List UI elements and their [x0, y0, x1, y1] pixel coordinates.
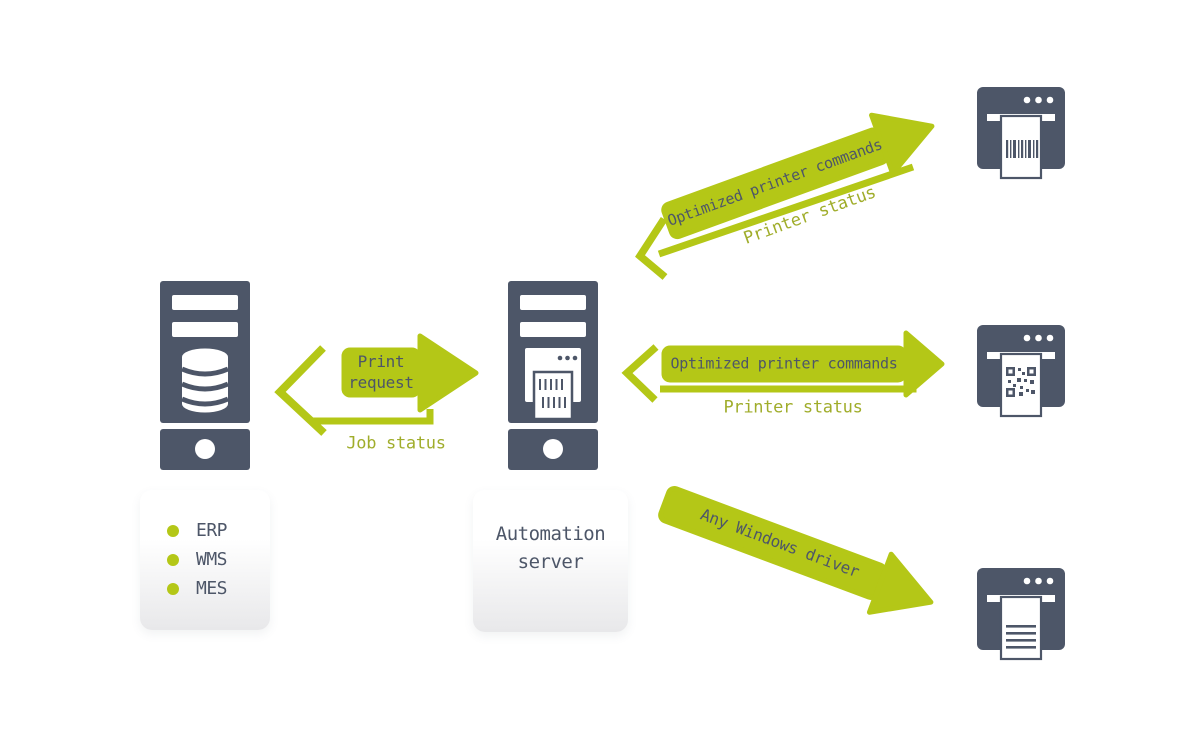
list-item-mes: MES	[140, 574, 270, 603]
print-request-label: Print request	[348, 352, 414, 392]
automation-server-card: Automation server	[473, 490, 628, 632]
document-lines-icon	[1006, 625, 1036, 649]
qr-code-icon	[1006, 367, 1036, 397]
database-icon	[181, 348, 229, 413]
system-label: MES	[196, 578, 228, 599]
job-status-arrow	[274, 345, 434, 436]
list-item-wms: WMS	[140, 545, 270, 574]
barcode-icon	[1006, 140, 1039, 158]
qr-label-printer-icon	[977, 325, 1065, 418]
optimized-commands-arrow-top	[661, 112, 935, 240]
job-status-label: Job status	[346, 433, 446, 454]
print-request-arrow	[341, 333, 479, 413]
optimized-commands-arrow-middle	[661, 330, 945, 398]
green-dot-icon	[167, 553, 179, 566]
list-item-erp: ERP	[140, 516, 270, 545]
printer-glyph-icon	[525, 348, 581, 421]
document-printer-icon	[977, 568, 1065, 661]
barcode-label-printer-icon	[977, 87, 1065, 180]
printer-status-arrow-middle	[621, 344, 917, 403]
printer-status-label-middle: Printer status	[723, 397, 863, 418]
green-dot-icon	[167, 582, 179, 595]
database-server-icon	[160, 281, 250, 470]
windows-driver-arrow	[658, 485, 934, 615]
system-label: WMS	[196, 549, 228, 570]
system-label: ERP	[196, 520, 228, 541]
printer-status-arrow-top	[635, 163, 915, 280]
optimized-commands-label-middle: Optimized printer commands	[670, 354, 898, 373]
business-systems-card: ERP WMS MES	[140, 490, 270, 630]
green-dot-icon	[167, 524, 179, 537]
automation-server-icon	[508, 281, 598, 470]
automation-server-label: Automation server	[495, 523, 606, 573]
